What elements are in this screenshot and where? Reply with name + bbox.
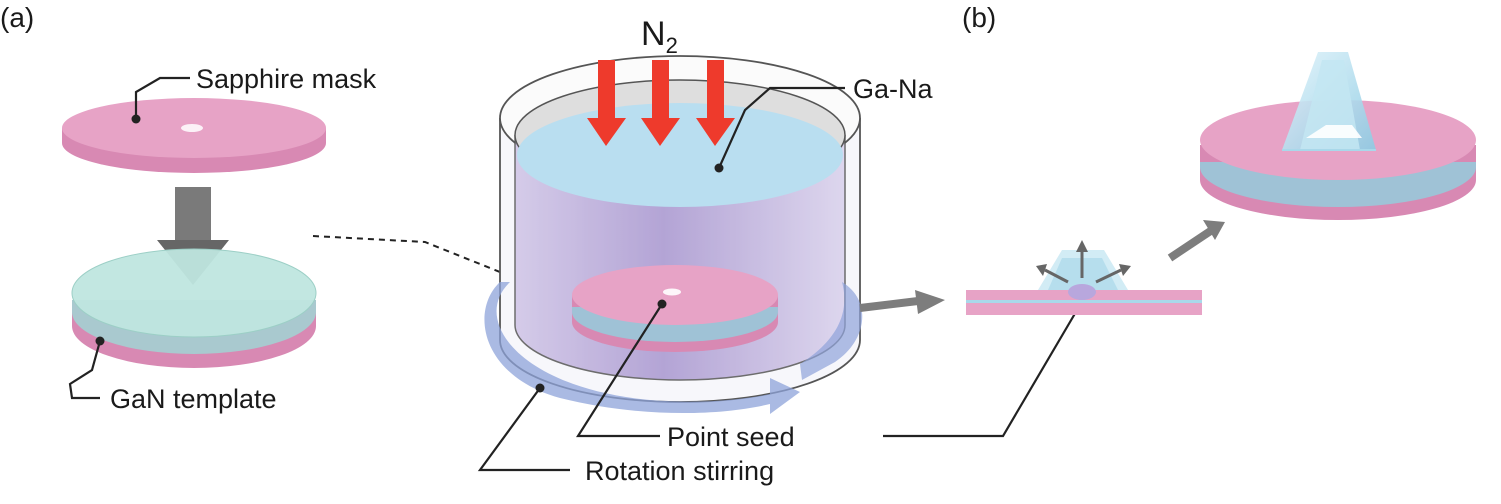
point-seed-leader-right [883, 304, 1081, 438]
ga-na-melt-surface [517, 103, 843, 207]
point-seed-leader-left [575, 303, 663, 438]
gan-template-label: GaN template [110, 384, 277, 414]
rotation-stirring-leader [477, 387, 570, 472]
gan-template-dot [95, 336, 105, 346]
growth-direction-arrows [1036, 240, 1131, 284]
rotation-stirring-label: Rotation stirring [585, 456, 774, 486]
nitrogen-symbol: N [641, 15, 666, 53]
n2-arrow-3 [696, 60, 735, 146]
panel-label-b: (b) [962, 2, 996, 33]
seed-cross-section [966, 250, 1202, 315]
panel-label-a: (a) [0, 2, 34, 33]
gan-template-disk [71, 248, 317, 368]
gan-template-leader [68, 340, 102, 400]
point-seed-dot-left [657, 299, 667, 309]
sapphire-mask-disk [62, 98, 326, 173]
n2-arrow-1 [587, 60, 626, 146]
grown-crystal-pyramid [1282, 52, 1376, 151]
process-arrow-2 [1167, 220, 1225, 262]
rotation-stirring-dot [535, 383, 545, 393]
sapphire-mask-leader [134, 76, 190, 119]
rotation-arrow-front [484, 282, 863, 414]
sapphire-mask-label: Sapphire mask [196, 64, 377, 94]
point-seed-label: Point seed [667, 422, 795, 452]
sapphire-mask-dot [131, 114, 141, 124]
nitrogen-flow-arrows [587, 60, 735, 146]
nitrogen-subscript: 2 [666, 33, 678, 58]
seed-disk-in-crucible [572, 265, 778, 352]
process-arrow-1 [859, 290, 945, 314]
ga-na-dot [714, 163, 724, 173]
grown-crystal-wafer [1200, 100, 1476, 220]
nitrogen-gas-label: N2 [641, 15, 678, 58]
n2-arrow-2 [641, 60, 680, 146]
ga-na-label: Ga-Na [853, 74, 934, 104]
ga-na-leader [717, 86, 845, 169]
